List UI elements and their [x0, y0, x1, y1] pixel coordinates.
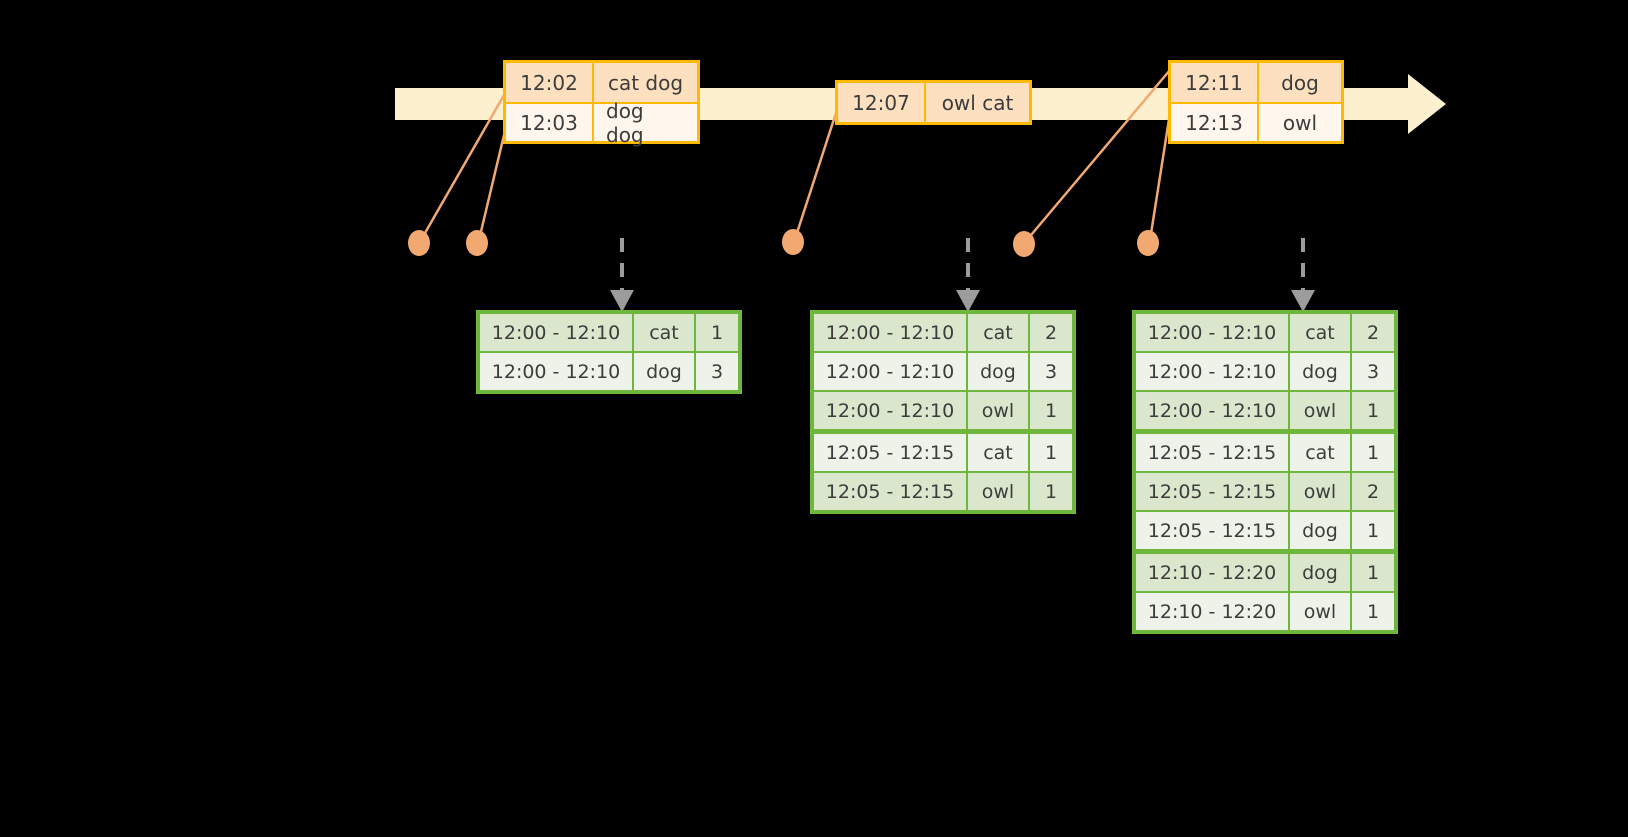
event-row[interactable]: 12:11 dog — [1171, 63, 1341, 102]
event-box-1[interactable]: 12:02 cat dog 12:03 dog dog — [503, 60, 700, 147]
trigger-arrow-head-2 — [956, 290, 980, 312]
window-cell: 12:00 - 12:10 — [1136, 314, 1288, 351]
count-cell: 1 — [1352, 593, 1394, 630]
word-cell: cat — [1290, 314, 1350, 351]
event-row[interactable]: 12:02 cat dog — [506, 63, 697, 102]
connector-line-3 — [793, 112, 838, 240]
window-cell: 12:00 - 12:10 — [480, 314, 632, 351]
word-cell: dog — [968, 353, 1028, 390]
trigger-arrow-heads — [610, 290, 1315, 312]
event-row[interactable]: 12:07 owl cat — [838, 83, 1029, 122]
word-cell: owl — [968, 392, 1028, 429]
connector-line-5 — [1148, 112, 1172, 241]
count-cell: 1 — [1352, 434, 1394, 471]
window-cell: 12:10 - 12:20 — [1136, 593, 1288, 630]
trigger-arrow-head-3 — [1291, 290, 1315, 312]
count-cell: 1 — [696, 314, 738, 351]
count-cell: 1 — [1352, 392, 1394, 429]
event-words: owl cat — [926, 83, 1029, 122]
window-cell: 12:05 - 12:15 — [814, 434, 966, 471]
count-cell: 3 — [1352, 353, 1394, 390]
count-cell: 1 — [1030, 473, 1072, 510]
word-cell: owl — [1290, 473, 1350, 510]
count-cell: 1 — [1030, 434, 1072, 471]
window-cell: 12:05 - 12:15 — [1136, 473, 1288, 510]
event-time: 12:07 — [838, 83, 926, 122]
event-words: dog dog — [594, 99, 697, 147]
word-cell: dog — [634, 353, 694, 390]
marker-dot-1 — [408, 230, 430, 256]
count-cell: 3 — [696, 353, 738, 390]
window-cell: 12:00 - 12:10 — [1136, 392, 1288, 429]
window-cell: 12:00 - 12:10 — [814, 353, 966, 390]
marker-dot-2 — [466, 230, 488, 256]
word-cell: cat — [634, 314, 694, 351]
word-cell: owl — [1290, 392, 1350, 429]
event-words: dog — [1259, 63, 1341, 102]
window-cell: 12:00 - 12:10 — [1136, 353, 1288, 390]
event-row[interactable]: 12:13 owl — [1171, 102, 1341, 141]
word-cell: dog — [1290, 353, 1350, 390]
window-cell: 12:05 - 12:15 — [1136, 512, 1288, 549]
marker-dot-4 — [1013, 231, 1035, 257]
window-cell: 12:00 - 12:10 — [480, 353, 632, 390]
count-cell: 1 — [1352, 512, 1394, 549]
count-cell: 2 — [1352, 314, 1394, 351]
word-cell: dog — [1290, 512, 1350, 549]
event-row[interactable]: 12:03 dog dog — [506, 99, 697, 147]
marker-dot-3 — [782, 229, 804, 255]
trigger-arrow-head-1 — [610, 290, 634, 312]
event-words: owl — [1259, 104, 1341, 141]
timeline-arrow-icon — [1408, 74, 1446, 134]
event-words: cat dog — [594, 63, 697, 102]
event-time: 12:11 — [1171, 63, 1259, 102]
word-cell: owl — [1290, 593, 1350, 630]
event-box-2[interactable]: 12:07 owl cat — [835, 80, 1032, 125]
window-cell: 12:00 - 12:10 — [814, 392, 966, 429]
word-cell: dog — [1290, 554, 1350, 591]
window-cell: 12:00 - 12:10 — [814, 314, 966, 351]
event-time: 12:13 — [1171, 104, 1259, 141]
event-time: 12:02 — [506, 63, 594, 102]
count-cell: 3 — [1030, 353, 1072, 390]
event-time: 12:03 — [506, 104, 594, 141]
trigger-arrow-shafts — [620, 238, 1305, 293]
marker-dots — [408, 229, 1159, 257]
word-cell: cat — [968, 434, 1028, 471]
count-cell: 2 — [1352, 473, 1394, 510]
window-cell: 12:05 - 12:15 — [1136, 434, 1288, 471]
marker-dot-5 — [1137, 230, 1159, 256]
event-box-3[interactable]: 12:11 dog 12:13 owl — [1168, 60, 1344, 144]
connector-line-2 — [477, 134, 506, 241]
word-cell: owl — [968, 473, 1028, 510]
count-cell: 1 — [1352, 554, 1394, 591]
word-cell: cat — [1290, 434, 1350, 471]
count-cell: 2 — [1030, 314, 1072, 351]
count-cell: 1 — [1030, 392, 1072, 429]
window-cell: 12:05 - 12:15 — [814, 473, 966, 510]
window-cell: 12:10 - 12:20 — [1136, 554, 1288, 591]
word-cell: cat — [968, 314, 1028, 351]
